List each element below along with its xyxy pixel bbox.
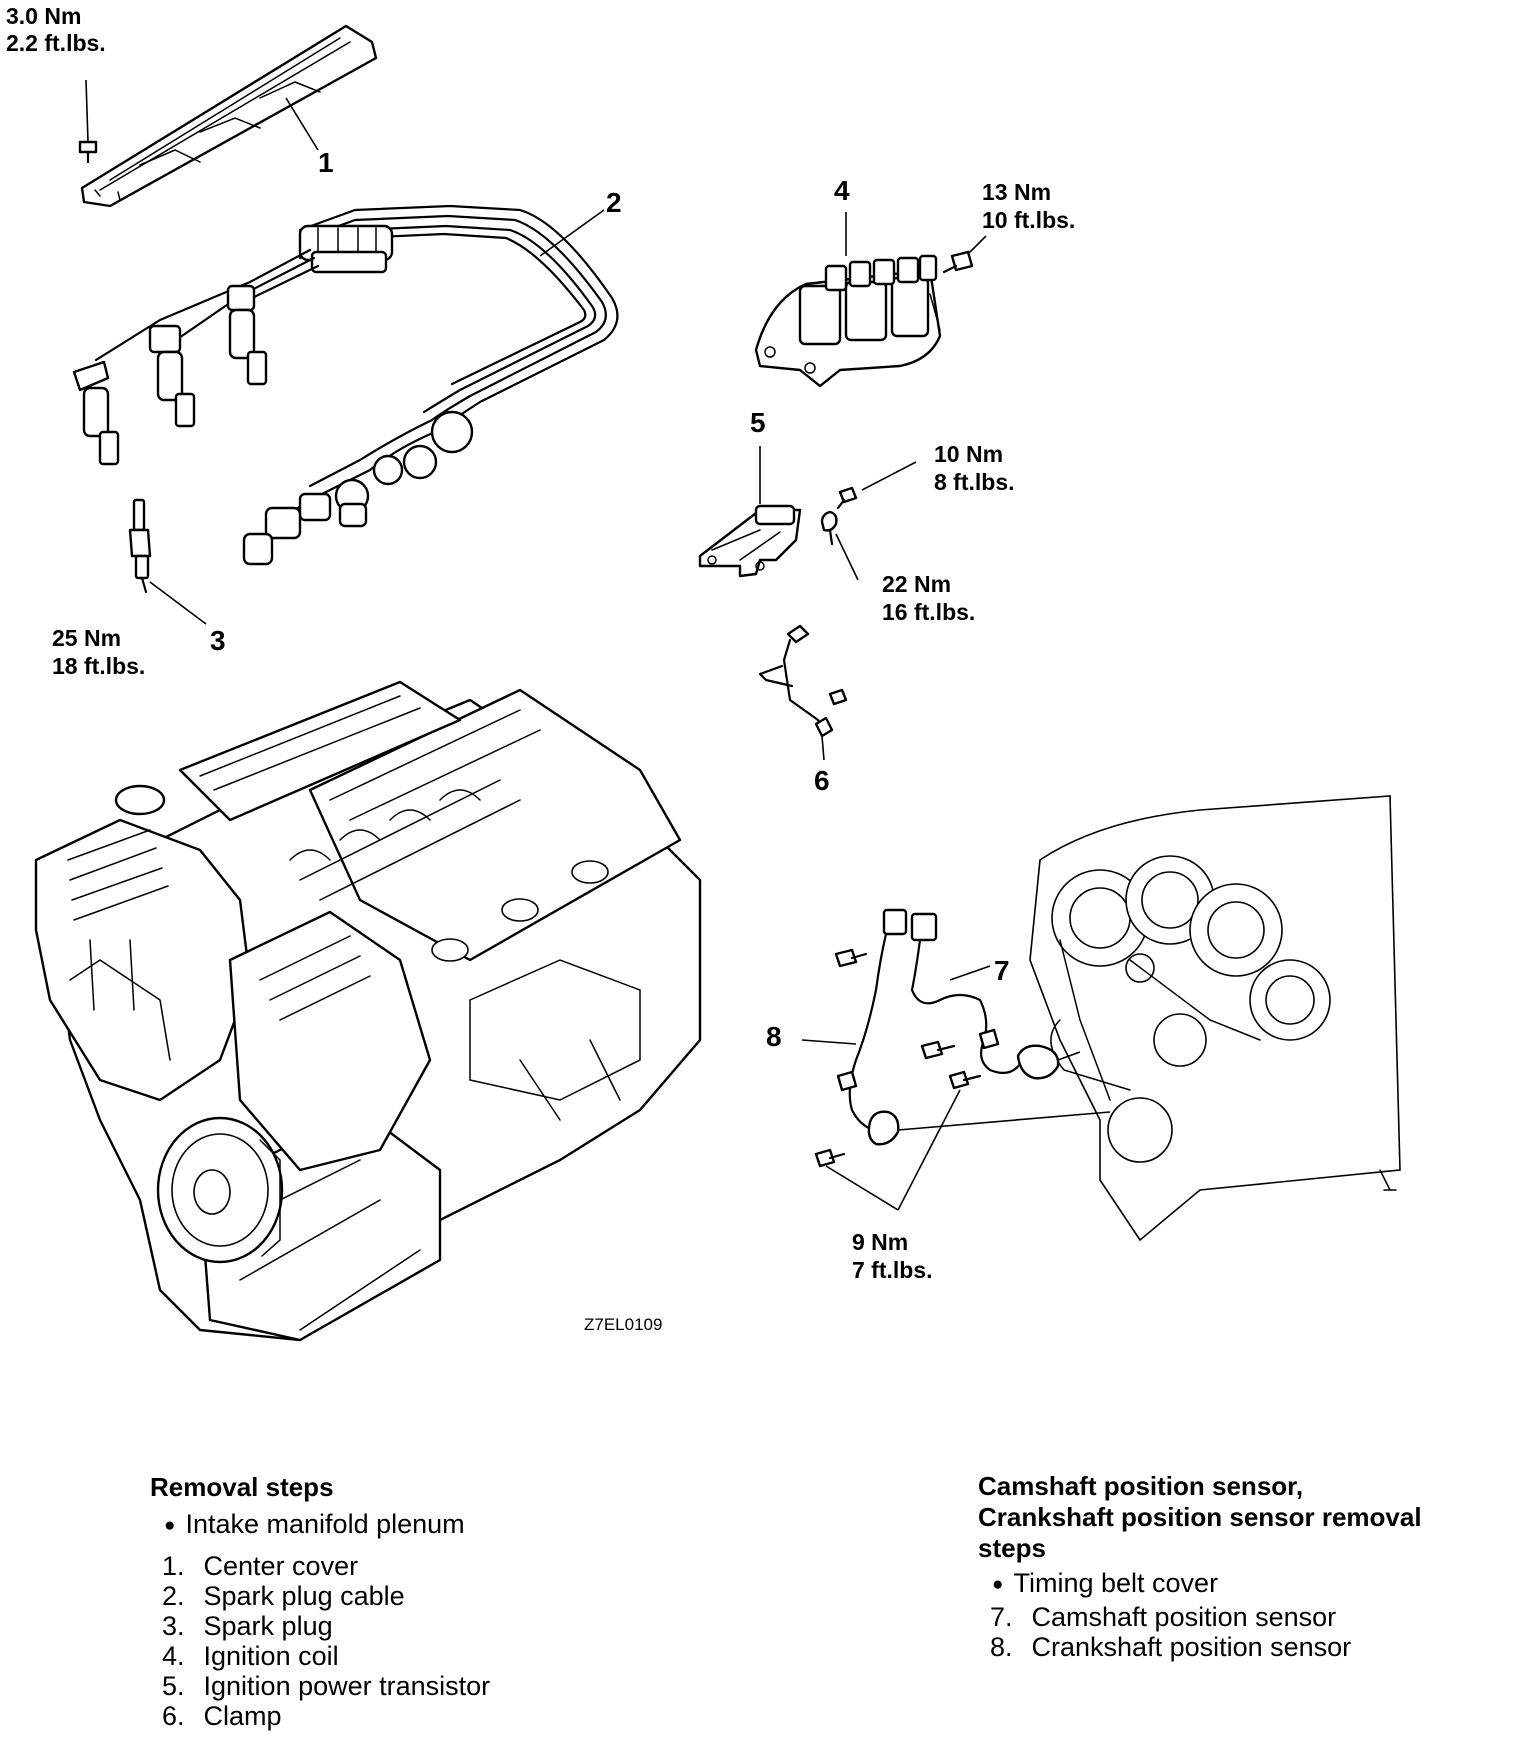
sensor-steps-heading-line1: Camshaft position sensor, (978, 1471, 1304, 1501)
center-cover-part (80, 24, 378, 208)
ignition-power-transistor-part (698, 504, 802, 578)
svg-text:13 Nm: 13 Nm (982, 179, 1051, 205)
camshaft-sensor-pointer (1057, 1051, 1081, 1061)
removal-steps-heading: Removal steps (150, 1472, 334, 1502)
callout-4: 4 (834, 175, 850, 206)
torque-sensors: 9 Nm 7 ft.lbs. (852, 1229, 933, 1283)
svg-text:25 Nm: 25 Nm (52, 625, 121, 651)
list-item: 7. Camshaft position sensor (990, 1602, 1337, 1632)
sensor-bolts (814, 948, 982, 1168)
sensor-removal-steps-panel: Camshaft position sensor, Crankshaft pos… (978, 1471, 1518, 1662)
svg-text:22 Nm: 22 Nm (882, 571, 951, 597)
sensor-prerequisite: Timing belt cover (992, 1568, 1518, 1600)
svg-text:9 Nm: 9 Nm (852, 1229, 908, 1255)
leader-6 (821, 735, 825, 761)
leader-7 (949, 965, 991, 981)
list-item: 6. Clamp (162, 1701, 282, 1731)
svg-text:18 ft.lbs.: 18 ft.lbs. (52, 653, 145, 679)
torque-transistor-upper: 10 Nm 8 ft.lbs. (934, 441, 1015, 495)
svg-text:3.0 Nm: 3.0 Nm (6, 3, 81, 29)
transistor-bolt-upper (836, 461, 917, 510)
svg-text:10 Nm: 10 Nm (934, 441, 1003, 467)
torque-spark-plug: 25 Nm 18 ft.lbs. (52, 625, 145, 679)
list-item: 5. Ignition power transistor (162, 1671, 491, 1701)
svg-text:2.2 ft.lbs.: 2.2 ft.lbs. (6, 30, 106, 56)
callout-1: 1 (318, 147, 334, 178)
removal-steps-panel: Removal steps Intake manifold plenum 1. … (150, 1472, 770, 1731)
list-item: 4. Ignition coil (162, 1641, 339, 1671)
list-item: 8. Crankshaft position sensor (990, 1632, 1352, 1662)
svg-text:10 ft.lbs.: 10 ft.lbs. (982, 207, 1075, 233)
timing-belt-area-illustration (1029, 795, 1401, 1242)
ignition-coil-bolt (942, 235, 987, 274)
figure-code: Z7EL0109 (584, 1315, 662, 1334)
leader-1 (285, 97, 319, 151)
transistor-bolt-lower (820, 510, 859, 581)
svg-text:8 ft.lbs.: 8 ft.lbs. (934, 469, 1015, 495)
list-item: 1. Center cover (162, 1551, 359, 1581)
engine-illustration (34, 680, 702, 1342)
sensor-torque-leaders (825, 1089, 961, 1211)
spark-plug-cable-part (72, 204, 619, 566)
svg-text:16 ft.lbs.: 16 ft.lbs. (882, 599, 975, 625)
removal-steps-list: 1. Center cover 2. Spark plug cable 3. S… (150, 1551, 770, 1731)
list-item: 3. Spark plug (162, 1611, 333, 1641)
svg-text:7 ft.lbs.: 7 ft.lbs. (852, 1257, 933, 1283)
spark-plug-part (128, 498, 152, 594)
callout-7: 7 (994, 955, 1010, 986)
leader-2 (539, 209, 605, 257)
center-cover-bolt (78, 79, 98, 164)
callout-8: 8 (766, 1021, 782, 1052)
removal-prerequisite: Intake manifold plenum (164, 1509, 770, 1541)
camshaft-position-sensor-part (882, 908, 1060, 1080)
sensor-steps-heading-line2: Crankshaft position sensor removal (978, 1502, 1422, 1532)
leader-3 (149, 581, 207, 625)
crankshaft-sensor-pointer (897, 1111, 1111, 1131)
ignition-coil-part (754, 254, 942, 388)
sensor-steps-heading-line3: steps (978, 1533, 1046, 1563)
crankshaft-position-sensor-part (836, 932, 900, 1146)
callout-6: 6 (814, 765, 830, 796)
list-item: 2. Spark plug cable (162, 1581, 405, 1611)
torque-center-cover: 3.0 Nm 2.2 ft.lbs. (6, 3, 106, 56)
torque-transistor-lower: 22 Nm 16 ft.lbs. (882, 571, 975, 625)
sensor-steps-list: 7. Camshaft position sensor 8. Crankshaf… (978, 1602, 1518, 1662)
torque-ignition-coil: 13 Nm 10 ft.lbs. (982, 179, 1075, 233)
callout-5: 5 (750, 407, 766, 438)
callout-3: 3 (210, 625, 226, 656)
clamp-part (758, 624, 848, 738)
leader-8 (801, 1039, 857, 1045)
callout-2: 2 (606, 187, 622, 218)
